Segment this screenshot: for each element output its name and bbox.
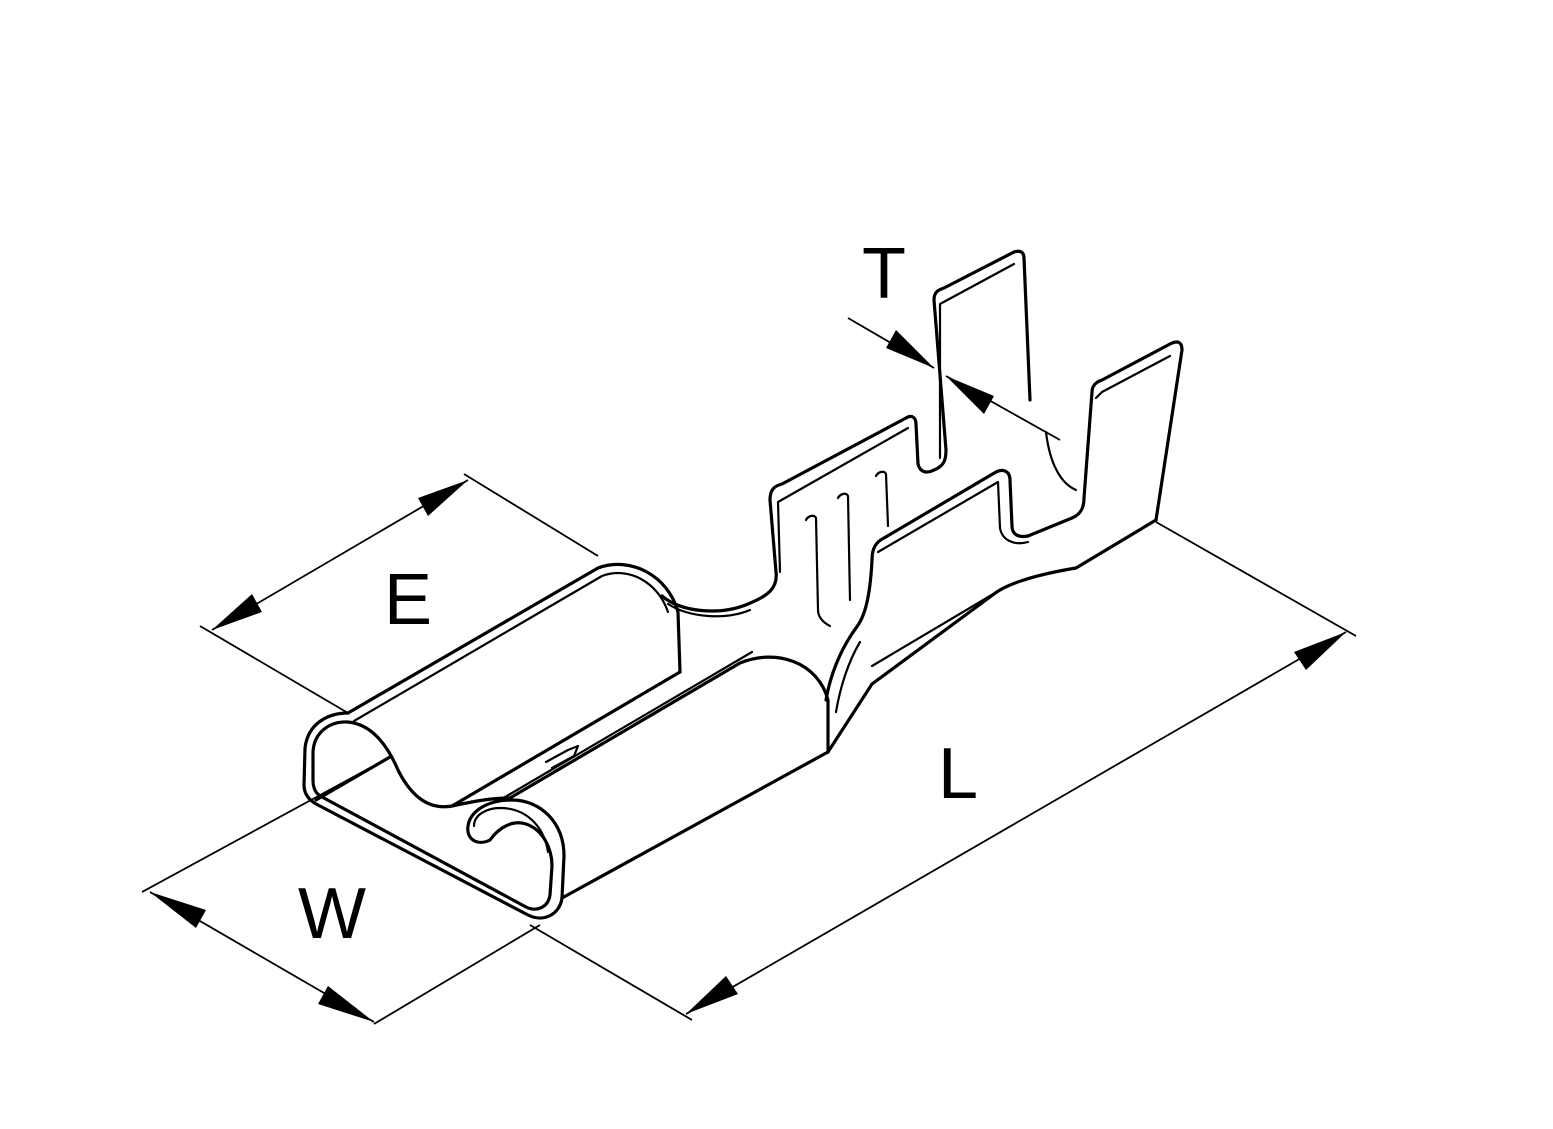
left-tube-top-inner [352, 571, 670, 723]
dimension-w-extension-right [373, 924, 541, 1025]
insulation-wing-back-inner [938, 262, 1016, 460]
receptacle-front-profile [302, 711, 566, 920]
dimension-e-label: E [384, 560, 432, 640]
neck-right [824, 558, 874, 702]
dimension-e-extension-right [463, 473, 599, 557]
dimension-w-extension-left [141, 756, 391, 893]
receptacle-inner-curl [472, 806, 550, 854]
dimension-e-arrow-left [212, 594, 262, 630]
left-tube-top [346, 562, 682, 715]
dimension-l-extension-right [1155, 521, 1357, 637]
center-seam [450, 670, 682, 808]
dimension-w: W [141, 756, 541, 1025]
wire-barrel-right-wing [870, 468, 1086, 562]
dimension-e: E [199, 473, 599, 714]
right-tube-bottom [560, 750, 830, 900]
insulation-wing-front-inner [1094, 354, 1172, 400]
crimp-base-inner [870, 588, 1002, 668]
wire-barrel-left-wing-inner [776, 426, 910, 574]
dimension-t-label: T [862, 234, 906, 314]
dimension-l-label: L [938, 734, 978, 814]
neck-left-inner [666, 602, 752, 618]
dimension-l-extension-left [529, 924, 693, 1021]
dimension-t-arrow-left [886, 330, 934, 368]
dimension-l-arrow-right [1294, 632, 1346, 670]
dimension-e-extension-left [199, 625, 349, 714]
serration-1 [804, 514, 832, 628]
insulation-wing-front [1082, 340, 1184, 522]
dimension-t-arrow-right [946, 376, 994, 414]
dimension-l-arrow-left [686, 976, 738, 1014]
dimension-w-label: W [298, 874, 366, 954]
neck-left [660, 570, 778, 613]
center-seam-inner [498, 650, 754, 802]
terminal-outline [302, 249, 1184, 920]
dimension-l-line [685, 631, 1347, 1015]
center-notch [544, 744, 580, 770]
dimension-w-arrow-left [150, 892, 206, 928]
dimension-e-arrow-right [418, 480, 468, 516]
dimension-t: T [847, 234, 1061, 441]
wire-barrel-left-wing [768, 414, 936, 574]
insulation-wing-back [932, 249, 1032, 472]
serration-3 [874, 470, 890, 528]
insulation-wing-curve [1044, 430, 1078, 492]
crimp-base [826, 518, 1158, 754]
dimension-w-arrow-right [318, 986, 374, 1022]
dimension-l: L [529, 521, 1357, 1021]
serration-2 [836, 492, 852, 602]
neck-right-inner [834, 640, 862, 714]
wire-barrel-right-wing-inner [876, 480, 1030, 554]
